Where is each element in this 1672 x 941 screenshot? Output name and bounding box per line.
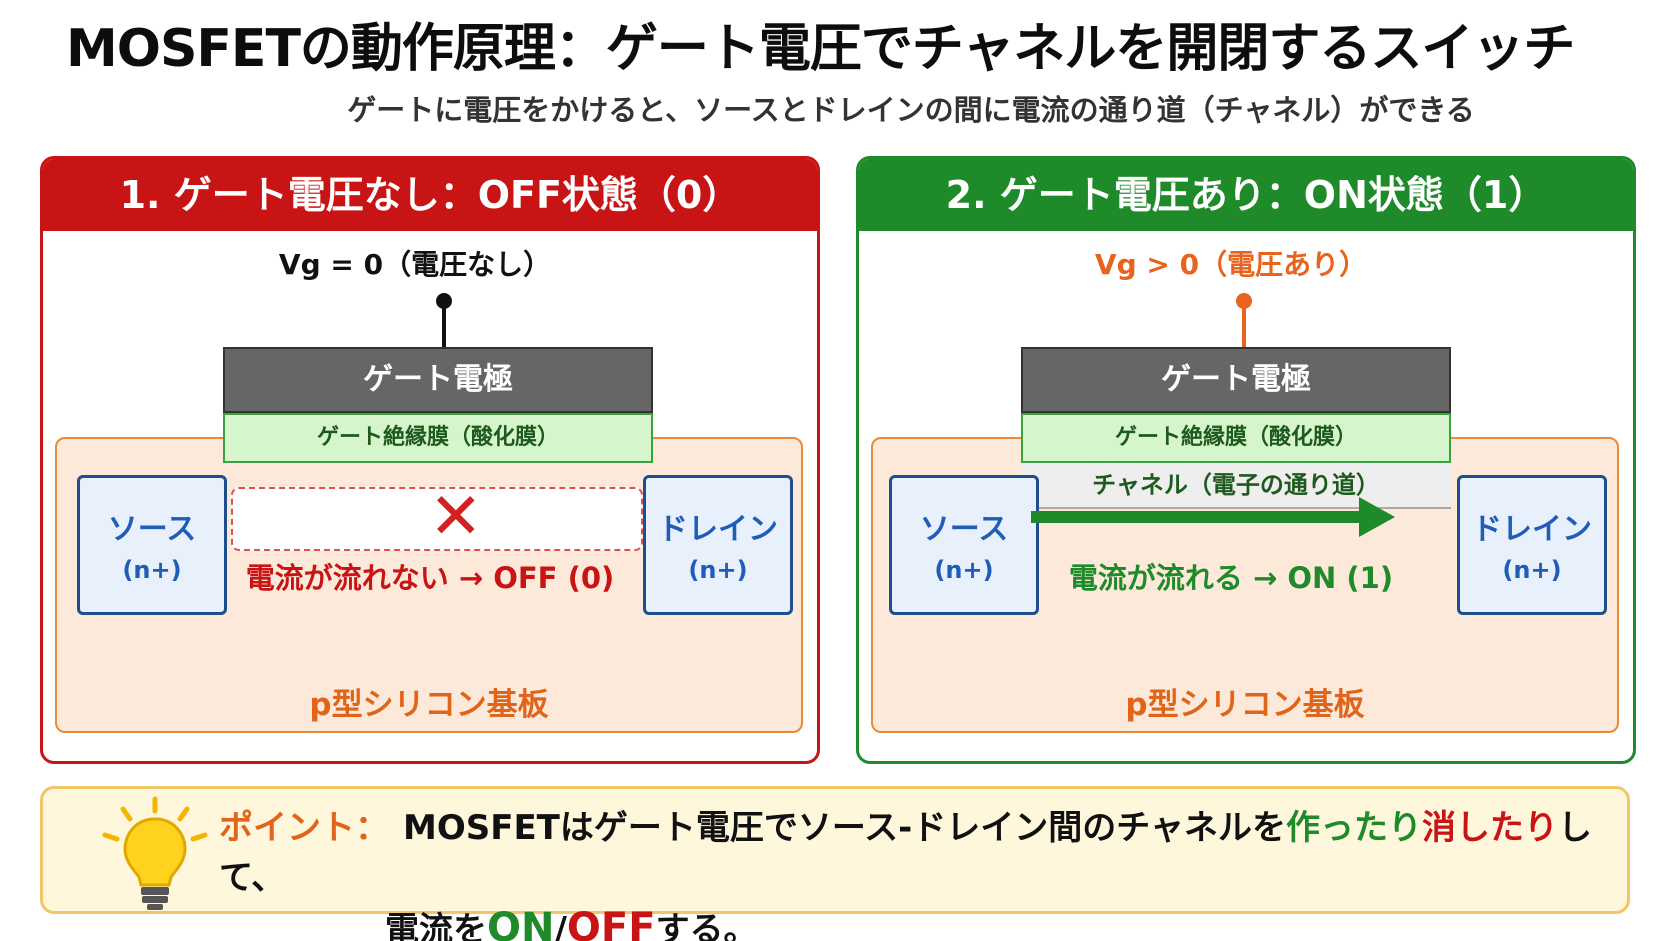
on-substrate-label: p型シリコン基板 xyxy=(1125,687,1365,723)
off-source-label: ソース xyxy=(107,512,197,547)
key-point-line-2: 電流をON/OFFする。 xyxy=(219,903,1619,941)
current-arrow-head-icon xyxy=(1359,497,1395,537)
off-state-panel: 1. ゲート電圧なし：OFF状態（0） Vg = 0（電圧なし） p型シリコン基… xyxy=(40,156,820,764)
on-source-region: ソース (n+) xyxy=(889,475,1039,615)
off-drain-region: ドレイン (n+) xyxy=(643,475,793,615)
current-arrow-icon xyxy=(1031,511,1361,523)
key-point-part-4: する。 xyxy=(655,910,758,941)
on-source-doping: (n+) xyxy=(934,556,994,584)
off-gate-oxide: ゲート絶縁膜（酸化膜） xyxy=(223,413,653,463)
cross-icon: ✕ xyxy=(429,480,483,554)
off-gate-lead xyxy=(442,301,446,353)
off-source-region: ソース (n+) xyxy=(77,475,227,615)
off-drain-label: ドレイン xyxy=(658,512,778,547)
off-source-doping: (n+) xyxy=(122,556,182,584)
lightbulb-icon xyxy=(102,796,208,910)
key-point-erase: 消したり xyxy=(1421,808,1558,848)
on-drain-label: ドレイン xyxy=(1472,512,1592,547)
key-point-slash: / xyxy=(554,910,567,941)
key-point-make: 作ったり xyxy=(1285,808,1422,848)
key-point-part-2: して、 xyxy=(219,808,1592,898)
on-gate-voltage-label: Vg > 0（電圧あり） xyxy=(1094,248,1368,281)
off-substrate-label: p型シリコン基板 xyxy=(309,687,549,723)
key-point-part-3: 電流を xyxy=(385,910,487,941)
on-drain-doping: (n+) xyxy=(1502,556,1562,584)
off-gate-voltage-label: Vg = 0（電圧なし） xyxy=(278,248,552,281)
off-missing-channel xyxy=(231,487,643,551)
on-drain-region: ドレイン (n+) xyxy=(1457,475,1607,615)
off-gate-electrode: ゲート電極 xyxy=(223,347,653,413)
off-drain-doping: (n+) xyxy=(688,556,748,584)
on-source-label: ソース xyxy=(919,512,1009,547)
on-gate-electrode: ゲート電極 xyxy=(1021,347,1451,413)
key-point-part-1: MOSFETはゲート電圧でソース-ドレイン間のチャネルを xyxy=(403,808,1286,848)
key-point-label: ポイント： xyxy=(219,808,389,848)
page-title: MOSFETの動作原理：ゲート電圧でチャネルを開閉するスイッチ xyxy=(66,19,1575,79)
key-point-text: ポイント： MOSFETはゲート電圧でソース-ドレイン間のチャネルを作ったり消した… xyxy=(219,803,1619,941)
off-panel-heading: 1. ゲート電圧なし：OFF状態（0） xyxy=(43,159,817,231)
on-gate-oxide: ゲート絶縁膜（酸化膜） xyxy=(1021,413,1451,463)
off-current-status: 電流が流れない → OFF (0) xyxy=(245,561,615,595)
key-point-off: OFF xyxy=(566,905,656,941)
on-gate-lead xyxy=(1242,301,1246,353)
on-current-status: 電流が流れる → ON (1) xyxy=(1068,561,1394,595)
page-subtitle: ゲートに電圧をかけると、ソースとドレインの間に電流の通り道（チャネル）ができる xyxy=(347,93,1475,127)
key-point-on: ON xyxy=(487,905,555,941)
on-state-panel: 2. ゲート電圧あり：ON状態（1） Vg > 0（電圧あり） p型シリコン基板… xyxy=(856,156,1636,764)
key-point-box: ポイント： MOSFETはゲート電圧でソース-ドレイン間のチャネルを作ったり消した… xyxy=(40,786,1630,941)
on-panel-heading: 2. ゲート電圧あり：ON状態（1） xyxy=(859,159,1633,231)
